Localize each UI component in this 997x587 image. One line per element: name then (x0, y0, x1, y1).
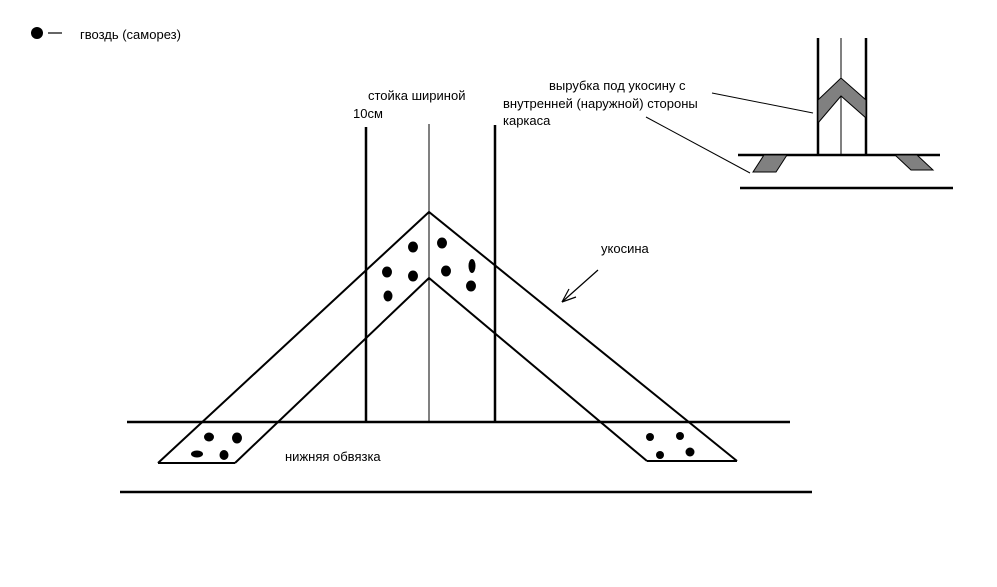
inset-notch-right (893, 154, 935, 171)
brace-arrow-icon (561, 269, 599, 303)
legend-nail-dot-icon (31, 27, 43, 39)
nail-dot-icon (685, 447, 695, 457)
inset-pointer-line-2 (645, 116, 751, 174)
nail-dot-icon (656, 451, 664, 459)
bottom-plate-label: нижняя обвязка (285, 449, 381, 464)
legend-label: гвоздь (саморез) (80, 27, 181, 42)
inset-notch-chevron (817, 77, 867, 125)
nail-dot-icon (466, 280, 476, 292)
notch-label-line1: вырубка под укосину с (549, 78, 686, 93)
nail-dot-icon (441, 265, 451, 277)
apex-nails (382, 237, 476, 302)
brace-label: укосина (601, 241, 649, 256)
nail-dot-icon (191, 450, 203, 458)
nail-dot-icon (383, 290, 393, 302)
nail-dot-icon (408, 241, 418, 253)
nail-dot-icon (676, 432, 684, 440)
nail-dot-icon (232, 432, 242, 444)
notch-label-line3: каркаса (503, 113, 551, 128)
nail-dot-icon (204, 432, 214, 442)
brace-outer-edge (157, 210, 738, 464)
nail-dot-icon (437, 237, 447, 249)
nail-dot-icon (219, 450, 229, 460)
inset-pointer-line-1 (711, 92, 814, 114)
nail-dot-icon (468, 259, 476, 273)
left-foot-nails (191, 432, 242, 460)
inset-notch-left (752, 154, 788, 173)
nail-dot-icon (646, 433, 654, 441)
stud-label-line2: 10см (353, 106, 383, 121)
right-foot-nails (646, 432, 695, 459)
notch-detail-inset (645, 38, 953, 190)
nail-dot-icon (408, 270, 418, 282)
stud-label-line1: стойка шириной (368, 88, 466, 103)
notch-label-line2: внутренней (наружной) стороны (503, 96, 698, 111)
nail-dot-icon (382, 266, 392, 278)
brace-inner-edge (234, 276, 648, 464)
